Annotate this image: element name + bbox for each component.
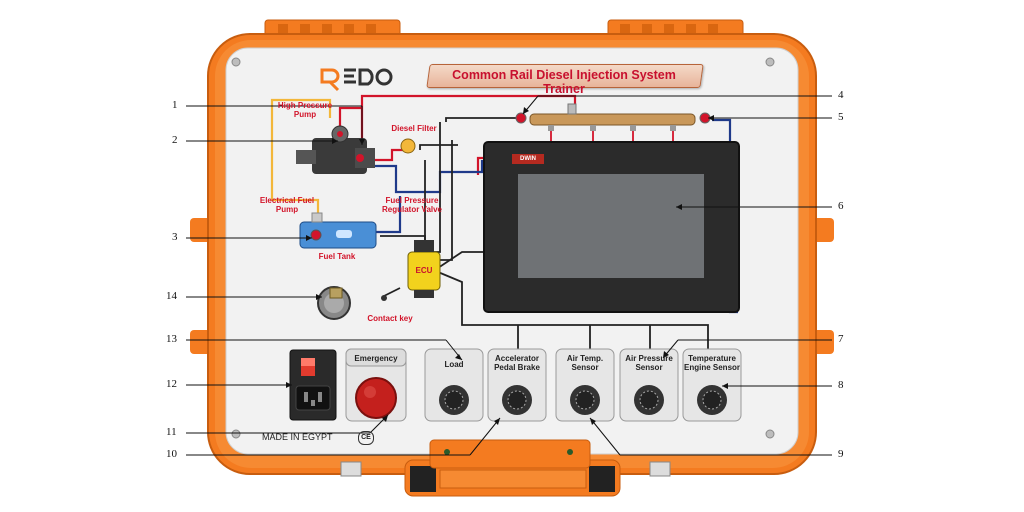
callout-12: 12 [166,378,177,390]
label-air-pressure-sensor: Air Pressure Sensor [625,354,673,372]
callout-3: 3 [172,231,178,243]
callout-7: 7 [838,333,844,345]
emergency-stop[interactable] [345,348,407,422]
callout-8: 8 [838,379,844,391]
label-load: Load [444,360,464,369]
contact-key-switch[interactable] [317,286,351,320]
callout-5: 5 [838,111,844,123]
panel-screws [231,57,775,439]
fuel-rail [515,103,711,131]
label-high-pressure-pump: High Pressure Pump [277,101,333,119]
knob-load[interactable] [439,385,469,415]
callout-14: 14 [166,290,177,302]
callout-4: 4 [838,89,844,101]
callout-13: 13 [166,333,177,345]
dwin-badge-text: DWIN [520,156,536,162]
label-temperature-engine-sensor: Temperature Engine Sensor [684,354,741,372]
callout-arrowheads [286,107,728,425]
diesel-filter [400,138,416,154]
callout-9: 9 [838,448,844,460]
power-inlet-switch[interactable] [289,349,337,421]
knob-air-pressure[interactable] [634,385,664,415]
carry-handle[interactable] [404,459,621,497]
label-fuel-pressure-regulator-valve: Fuel Pressure Regulator Valve [381,196,443,214]
high-pressure-pump [296,125,375,174]
made-in-egypt: MADE IN EGYPT [262,432,333,442]
redo-logo [318,64,394,92]
label-emergency: Emergency [354,354,398,363]
knob-air-temp[interactable] [570,385,600,415]
callout-6: 6 [838,200,844,212]
label-diesel-filter: Diesel Filter [391,124,437,133]
knob-accelerator[interactable] [502,385,532,415]
dwin-badge [512,154,544,164]
label-fuel-tank: Fuel Tank [318,252,356,261]
callout-10: 10 [166,448,177,460]
page-title: Common Rail Diesel Injection System Trai… [452,68,676,96]
ecu-label: ECU [415,266,433,275]
label-accelerator-pedal-brake: Accelerator Pedal Brake [494,354,540,372]
callout-11: 11 [166,426,177,438]
label-electrical-fuel-pump: Electrical Fuel Pump [259,196,315,214]
callout-lines [186,95,832,456]
ecu-module [407,240,441,298]
touch-screen[interactable] [483,141,740,313]
callout-2: 2 [172,134,178,146]
label-contact-key: Contact key [367,314,413,323]
callout-1: 1 [172,99,178,111]
knob-temperature-engine[interactable] [697,385,727,415]
label-air-temp-sensor: Air Temp. Sensor [566,354,604,372]
fuel-tank [299,212,377,249]
ce-mark: CE [358,431,374,445]
